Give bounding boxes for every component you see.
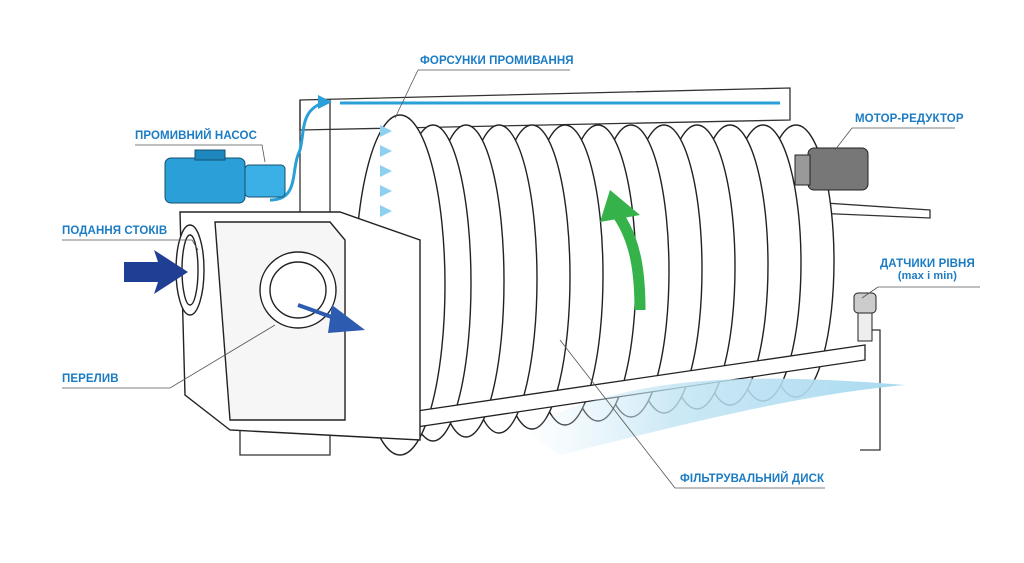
label-overflow: ПЕРЕЛИВ [62,373,119,385]
label-level-sensors: ДАТЧИКИ РІВНЯ (max i min) [880,258,975,282]
label-inflow: ПОДАННЯ СТОКІВ [62,225,168,237]
gear-motor-unit [794,147,869,191]
label-filter-disk: ФІЛЬТРУВАЛЬНИЙ ДИСК [680,473,825,485]
pipe-arrow-icon [318,95,332,109]
flow-up-arrow-icon [600,190,646,311]
leader-lines [62,69,980,489]
level-sensor [853,292,877,342]
label-level-sensors-sub: (max i min) [897,270,957,282]
spray-icon [380,165,392,177]
wash-pipe [269,100,780,202]
overflow-arrow-icon [297,303,365,333]
nozzle-sprays [380,125,392,217]
wash-pump-unit [164,149,286,204]
water-flow [520,378,905,455]
frame [239,87,931,456]
spray-icon [380,125,392,137]
label-level-sensors-title: ДАТЧИКИ РІВНЯ [880,258,975,270]
spray-icon [380,205,392,217]
spray-icon [380,185,392,197]
spray-icon [380,145,392,157]
label-wash-pump: ПРОМИВНИЙ НАСОС [135,130,258,142]
inflow-arrow-icon [124,250,188,294]
label-nozzles: ФОРСУНКИ ПРОМИВАННЯ [420,55,574,67]
inlet-box [175,211,421,441]
label-gear-motor: МОТОР-РЕДУКТОР [855,113,964,125]
